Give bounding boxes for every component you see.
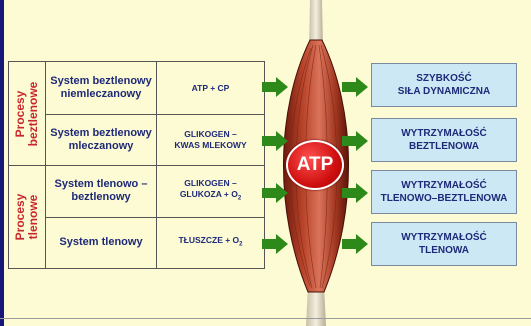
arrow-right-icon <box>262 131 288 151</box>
atp-badge: ATP <box>286 140 344 190</box>
group-label-line1: Procesy <box>13 90 27 137</box>
arrow-right-icon <box>262 234 288 254</box>
system-cell: System tlenowo – beztlenowy <box>46 165 157 217</box>
substrate-cell: GLIKOGEN –KWAS MLEKOWY <box>157 114 264 165</box>
row-divider <box>46 217 264 218</box>
arrow-right-icon <box>342 183 368 203</box>
system-cell: System beztlenowy mleczanowy <box>46 114 157 165</box>
substrate-cell: ATP + CP <box>157 62 264 114</box>
group-label-line2: beztlenowe <box>26 81 40 146</box>
substrate-cell: GLIKOGEN –GLUKOZA + O2 <box>157 165 264 217</box>
group-label-line1: Procesy <box>13 193 27 240</box>
arrow-right-icon <box>262 183 288 203</box>
arrow-right-icon <box>262 77 288 97</box>
left-accent-bar <box>0 0 4 326</box>
substrate-cell: TŁUSZCZE + O2 <box>157 217 264 268</box>
row-divider <box>46 114 264 115</box>
bottom-divider <box>0 318 531 319</box>
arrow-right-icon <box>342 234 368 254</box>
group-divider <box>9 165 264 166</box>
group-label-line2: tlenowe <box>26 194 40 239</box>
arrow-right-icon <box>342 131 368 151</box>
system-cell: System beztlenowy niemleczanowy <box>46 62 157 114</box>
arrow-right-icon <box>342 77 368 97</box>
system-cell: System tlenowy <box>46 217 157 268</box>
